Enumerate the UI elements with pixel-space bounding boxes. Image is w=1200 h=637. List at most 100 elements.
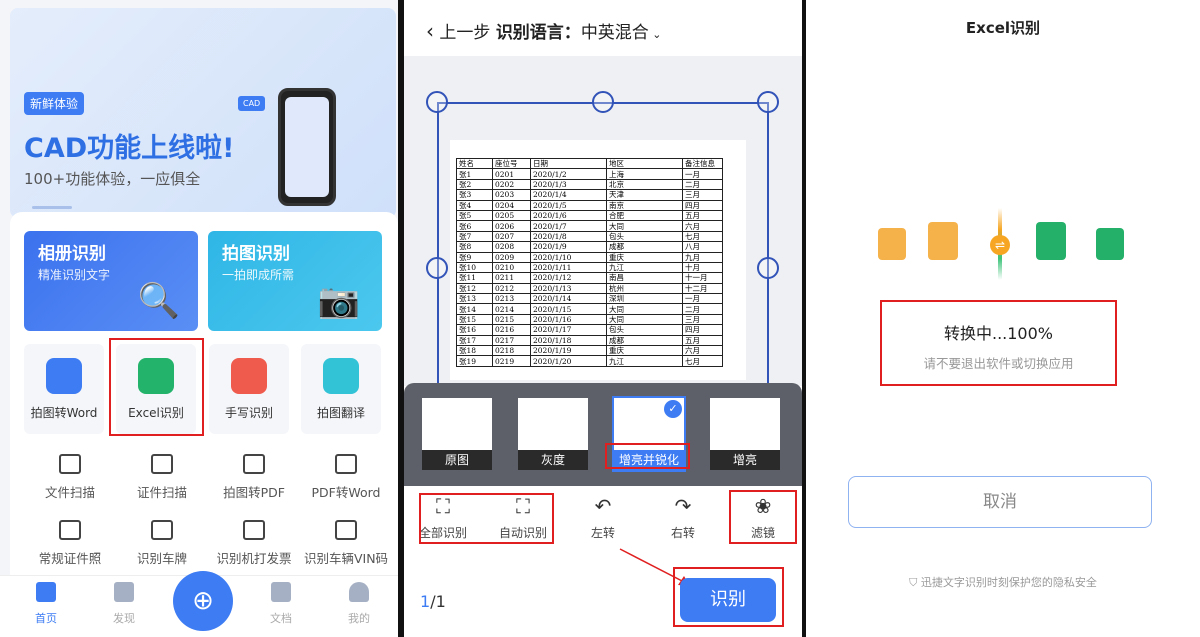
convert-arrows-icon: ⇌ [990, 235, 1010, 255]
back-button[interactable]: ‹ 上一步 [426, 19, 491, 43]
nav-home[interactable]: 首页 [16, 582, 76, 626]
check-icon: ✓ [664, 400, 682, 418]
grid-item[interactable]: 拍图转PDF [209, 454, 299, 501]
tool-label: 右转 [670, 526, 695, 540]
grid-label: 证件扫描 [136, 485, 187, 500]
pen-icon [231, 358, 267, 394]
grid-item[interactable]: 证件扫描 [117, 454, 207, 501]
grid-item[interactable]: 文件扫描 [25, 454, 115, 501]
camera-plus-icon: ⊕ [192, 586, 214, 616]
cube-icon [114, 582, 134, 602]
tool-label: 手写识别 [224, 406, 273, 420]
tool-label: Excel识别 [128, 406, 184, 420]
converting-screen: Excel识别 ⇌ 转换中...100% 请不要退出软件或切换应用 取消 ⛉ 迅… [806, 0, 1200, 637]
crop-handle[interactable] [592, 91, 614, 113]
banner-tag: 新鲜体验 [24, 92, 85, 115]
tool-icon [151, 520, 173, 540]
highlight-box [729, 490, 797, 544]
crop-handle[interactable] [757, 257, 779, 279]
tool-icon [151, 454, 173, 474]
screen-title: Excel识别 [965, 19, 1041, 37]
grid-item[interactable]: 常规证件照 [25, 520, 115, 567]
cad-badge: CAD [238, 96, 266, 111]
cancel-button[interactable]: 取消 [848, 476, 1152, 528]
nav-label: 文档 [270, 612, 292, 625]
phone-illustration [278, 88, 336, 206]
user-icon [349, 582, 369, 602]
camera-fab-button[interactable]: ⊕ [173, 571, 233, 631]
grid-item[interactable]: 识别车辆VIN码 [301, 520, 391, 567]
document-icon [271, 582, 291, 602]
camera-translate-icon [323, 358, 359, 394]
crop-handle[interactable] [757, 91, 779, 113]
tool-icon [243, 454, 265, 474]
crop-handle[interactable] [426, 257, 448, 279]
card-title: 相册识别 [38, 244, 106, 264]
grid-label: 常规证件照 [38, 551, 102, 566]
banner-subtitle: 100+功能体验，一应俱全 [24, 170, 201, 188]
tool-label: 全部识别 [418, 526, 467, 540]
rotate-left-button[interactable]: ↶左转 [568, 494, 638, 541]
filter-option[interactable]: 灰度 [518, 398, 588, 470]
nav-label: 首页 [35, 612, 57, 625]
back-label: 上一步 [439, 23, 491, 43]
nav-documents[interactable]: 文档 [251, 582, 311, 626]
grid-item[interactable]: 识别机打发票 [209, 520, 299, 567]
language-select[interactable]: 中英混合 ⌄ [581, 23, 662, 43]
filter-option[interactable]: 增亮并锐化✓ [612, 396, 686, 472]
highlight-box [880, 300, 1117, 386]
home-screen: 新鲜体验 CAD功能上线啦! 100+功能体验，一应俱全 CAD 相册识别精准识… [0, 0, 398, 637]
tool-icon [335, 520, 357, 540]
footer-text: 迅捷文字识别时刻保护您的隐私安全 [920, 576, 1097, 589]
filter-button[interactable]: ❀ 滤镜 [728, 494, 798, 541]
filter-circles-icon: ❀ [754, 494, 772, 518]
highlight-box [109, 338, 204, 436]
camera-icon: 📷 [317, 281, 360, 321]
card-subtitle: 一拍即成所需 [222, 268, 295, 282]
nav-profile[interactable]: 我的 [329, 582, 389, 626]
grid-label: 识别车牌 [136, 551, 187, 566]
recognize-all-button[interactable]: ⛶全部识别 [408, 494, 478, 541]
page-indicator: 1/1 [420, 592, 446, 611]
album-recognition-card[interactable]: 相册识别精准识别文字 🔍 [24, 231, 198, 331]
filter-option[interactable]: 原图 [422, 398, 492, 470]
table-row: 姓名座位号日期地区备注信息 [456, 157, 723, 170]
grid-label: 文件扫描 [44, 485, 95, 500]
filter-option[interactable]: 增亮 [710, 398, 780, 470]
tool-label: 滤镜 [750, 526, 775, 540]
highlight-box [605, 443, 690, 469]
grid-item[interactable]: 识别车牌 [117, 520, 207, 567]
photo-icon [46, 358, 82, 394]
tool-translate[interactable]: 拍图翻译 [301, 344, 381, 434]
promo-banner[interactable]: 新鲜体验 CAD功能上线啦! 100+功能体验，一应俱全 CAD [10, 8, 396, 218]
grid-label: 识别车辆VIN码 [303, 551, 389, 566]
rotate-right-icon: ↷ [674, 494, 692, 518]
nav-discover[interactable]: 发现 [94, 582, 154, 626]
tool-icon [243, 520, 265, 540]
auto-recognize-button[interactable]: ⛶自动识别 [488, 494, 558, 541]
grid-item[interactable]: PDF转Word [301, 454, 391, 501]
tool-label: 拍图转Word [30, 406, 98, 420]
tool-photo-to-word[interactable]: 拍图转Word [24, 344, 104, 434]
filter-label: 原图 [422, 450, 492, 470]
photo-recognition-card[interactable]: 拍图识别一拍即成所需 📷 [208, 231, 382, 331]
tool-handwriting[interactable]: 手写识别 [209, 344, 289, 434]
tool-excel-recognition[interactable]: Excel识别 [116, 344, 196, 434]
scan-header: ‹ 上一步 识别语言：中英混合 ⌄ [404, 0, 802, 56]
recognize-button[interactable]: 识别 [680, 578, 776, 622]
crop-handle[interactable] [426, 91, 448, 113]
progress-hint: 请不要退出软件或切换应用 [923, 356, 1074, 371]
banner-title: CAD功能上线啦! [24, 133, 235, 164]
rotate-right-button[interactable]: ↷ 右转 [648, 494, 718, 541]
carousel-indicator [32, 206, 72, 209]
tool-label: 自动识别 [498, 526, 547, 540]
tool-icon [59, 520, 81, 540]
